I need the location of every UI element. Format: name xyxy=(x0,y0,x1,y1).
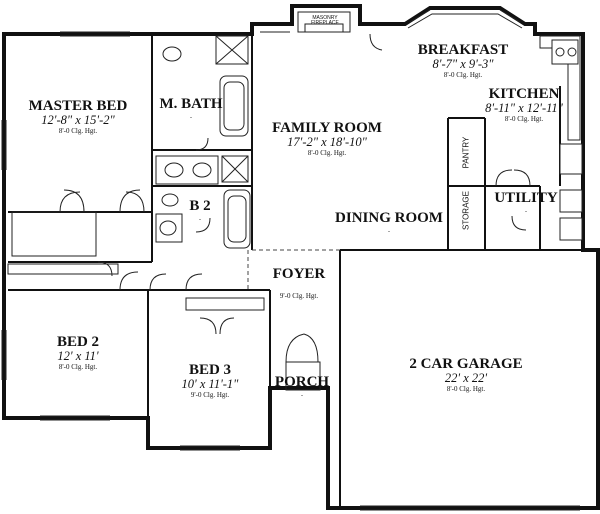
exterior-wall xyxy=(2,4,600,510)
room-dimensions: 8'-7" x 9'-3" xyxy=(432,57,494,71)
room-dimensions: 17'-2" x 18'-10" xyxy=(287,135,367,149)
room-name: FOYER xyxy=(272,266,326,282)
room-dimensions: 12'-8" x 15'-2" xyxy=(41,113,115,127)
room-name: KITCHEN xyxy=(488,86,560,102)
range xyxy=(559,143,583,175)
bathtub-master xyxy=(219,75,249,137)
ceiling-height: 9'-0 Clg. Hgt. xyxy=(279,292,319,300)
fireplace-line2: FIREPLACE xyxy=(311,20,339,26)
room-name: MASTER BED xyxy=(28,98,128,114)
room-family: FAMILY ROOM 17'-2" x 18'-10" 8'-0 Clg. H… xyxy=(262,120,392,158)
bathtub-b2 xyxy=(223,189,251,249)
room-dimensions: 8'-11" x 12'-11" xyxy=(485,101,563,115)
room-marker: . xyxy=(525,205,527,214)
ceiling-height: 8'-0 Clg. Hgt. xyxy=(504,115,544,123)
room-porch: PORCH . xyxy=(270,374,334,398)
room-master-bed: MASTER BED 12'-8" x 15'-2" 8'-0 Clg. Hgt… xyxy=(18,98,138,136)
room-name: 2 CAR GARAGE xyxy=(409,356,523,372)
washer xyxy=(559,189,583,213)
room-name: UTILITY xyxy=(494,190,558,206)
room-name: BED 3 xyxy=(188,362,232,378)
vanity-master xyxy=(155,155,219,185)
room-name: B 2 xyxy=(189,198,211,214)
room-marker: . xyxy=(301,389,303,398)
room-marker: . xyxy=(388,225,390,234)
room-dimensions: 12' x 11' xyxy=(57,349,99,363)
room-bed2: BED 2 12' x 11' 8'-0 Clg. Hgt. xyxy=(30,334,126,372)
windows xyxy=(1,9,521,451)
room-dimensions: 22' x 22' xyxy=(444,371,488,385)
room-marker: . xyxy=(190,111,192,120)
ceiling-height: 8'-0 Clg. Hgt. xyxy=(446,385,486,393)
closet-master xyxy=(11,211,97,257)
room-marker: . xyxy=(199,213,201,222)
open-plan-lines xyxy=(247,249,340,290)
fireplace-label: MASONRY FIREPLACE xyxy=(300,16,350,26)
breakfast-bay xyxy=(407,13,523,29)
room-name: M. BATH xyxy=(159,96,223,112)
room-foyer: FOYER 9'-0 Clg. Hgt. xyxy=(264,266,334,301)
fireplace-line1: MASONRY xyxy=(312,15,338,21)
room-b2: B 2 . xyxy=(180,198,220,222)
ceiling-height: 8'-0 Clg. Hgt. xyxy=(443,71,483,79)
closet-bed3 xyxy=(185,297,265,311)
room-dimensions: 10' x 11'-1" xyxy=(181,377,239,391)
room-name: FAMILY ROOM xyxy=(272,120,382,136)
dryer xyxy=(559,217,583,241)
garage-door xyxy=(360,505,580,511)
ceiling-height: 9'-0 Clg. Hgt. xyxy=(190,391,230,399)
door-swings xyxy=(59,33,531,363)
porch-steps xyxy=(285,361,321,391)
ceiling-height: 8'-0 Clg. Hgt. xyxy=(58,363,98,371)
ceiling-height: 8'-0 Clg. Hgt. xyxy=(307,149,347,157)
room-name: BED 2 xyxy=(56,334,100,350)
label-pantry: PANTRY xyxy=(461,136,471,169)
label-storage: STORAGE xyxy=(461,191,471,230)
room-name: BREAKFAST xyxy=(417,42,509,58)
ceiling-height: 8'-0 Clg. Hgt. xyxy=(58,127,98,135)
room-kitchen: KITCHEN 8'-11" x 12'-11" 8'-0 Clg. Hgt. xyxy=(482,86,566,124)
room-breakfast: BREAKFAST 8'-7" x 9'-3" 8'-0 Clg. Hgt. xyxy=(408,42,518,80)
kitchen-counter xyxy=(539,35,581,141)
room-name: DINING ROOM xyxy=(335,210,443,226)
toilet-master xyxy=(162,46,182,62)
room-bed3: BED 3 10' x 11'-1" 9'-0 Clg. Hgt. xyxy=(160,362,260,400)
room-utility: UTILITY . xyxy=(488,190,564,214)
hearth xyxy=(304,23,344,33)
interior-walls xyxy=(8,34,598,508)
room-m-bath: M. BATH . xyxy=(156,96,226,120)
room-name: PORCH xyxy=(274,374,330,390)
closet-bed2 xyxy=(7,263,119,275)
toilet-b2 xyxy=(161,193,179,207)
room-garage: 2 CAR GARAGE 22' x 22' 8'-0 Clg. Hgt. xyxy=(396,356,536,394)
room-dining: DINING ROOM . xyxy=(328,210,450,234)
